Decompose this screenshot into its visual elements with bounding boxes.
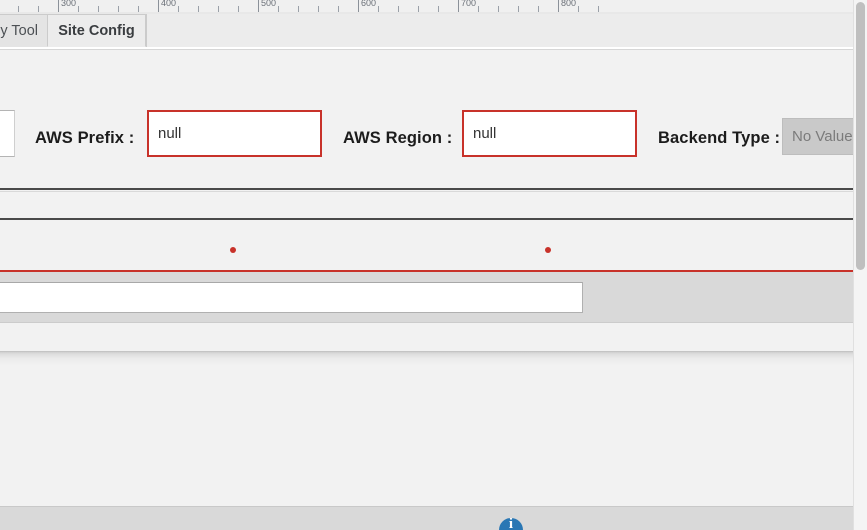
ruler-tick-minor	[178, 6, 179, 12]
content-area	[0, 323, 853, 530]
aws-region-input-value: null	[473, 125, 497, 142]
tab-site-config[interactable]: Site Config	[47, 14, 146, 47]
info-badge-label: i	[508, 518, 514, 530]
ruler-label: 800	[561, 0, 577, 8]
ruler-tick-minor	[598, 6, 599, 12]
ruler-tick-minor	[398, 6, 399, 12]
ruler-tick-minor	[578, 6, 579, 12]
content-seam-shadow	[0, 352, 853, 366]
ruler-tick-major	[458, 0, 459, 12]
aws-prefix-input-value: null	[158, 125, 182, 142]
content-seam-line	[0, 351, 853, 352]
ruler-tick-minor	[538, 6, 539, 12]
ruler-tick-minor	[478, 6, 479, 12]
ruler-tick-minor	[498, 6, 499, 12]
ruler-tick-major	[358, 0, 359, 12]
ruler-tick-minor	[378, 6, 379, 12]
ruler-tick-minor	[318, 6, 319, 12]
ruler-label: 700	[461, 0, 477, 8]
aws-region-label: AWS Region :	[343, 129, 453, 147]
section-divider-upper-hair	[0, 191, 853, 192]
vertical-scrollbar[interactable]	[853, 0, 867, 530]
ruler-tick-minor	[518, 6, 519, 12]
ruler-tick-minor	[78, 6, 79, 12]
ruler-label: 500	[261, 0, 277, 8]
tab-strip: y Tool Site Config	[0, 12, 853, 47]
tab-deploy-tool[interactable]: y Tool	[0, 14, 48, 47]
backend-type-label: Backend Type :	[658, 129, 781, 147]
ruler-tick-minor	[238, 6, 239, 12]
config-form-row: AWS Prefix : null AWS Region : null Back…	[0, 100, 862, 253]
aws-prefix-input[interactable]: null	[147, 110, 322, 157]
aws-prefix-label: AWS Prefix :	[35, 129, 135, 147]
ruler-tick-minor	[418, 6, 419, 12]
error-divider	[0, 270, 853, 272]
ruler-tick-major	[158, 0, 159, 12]
backend-type-placeholder: No Value	[792, 128, 853, 145]
aws-region-required-dot	[545, 247, 551, 253]
section-divider-upper	[0, 188, 853, 190]
ruler-tick-major	[558, 0, 559, 12]
ruler-tick-minor	[338, 6, 339, 12]
info-badge-icon[interactable]: i	[499, 518, 523, 530]
tab-strip-filler	[146, 14, 853, 47]
bottom-status-strip	[0, 506, 853, 530]
aws-prefix-required-dot	[230, 247, 236, 253]
ruler-tick-minor	[198, 6, 199, 12]
ruler-tick-minor	[138, 6, 139, 12]
tab-deploy-tool-label: y Tool	[0, 23, 38, 39]
ruler-tick-minor	[438, 6, 439, 12]
vertical-scrollbar-thumb[interactable]	[856, 2, 865, 270]
backend-type-select[interactable]: No Value	[782, 118, 862, 155]
ruler-tick-minor	[18, 6, 19, 12]
ruler-tick-major	[58, 0, 59, 12]
filter-band-bottom-edge	[0, 322, 853, 323]
ruler-tick-minor	[98, 6, 99, 12]
section-divider-lower	[0, 218, 853, 220]
ruler-label: 300	[61, 0, 77, 8]
ruler-tick-minor	[298, 6, 299, 12]
panel-top-divider	[0, 47, 853, 50]
filter-text-input[interactable]	[0, 282, 583, 313]
ruler-tick-minor	[278, 6, 279, 12]
ruler-tick-minor	[38, 6, 39, 12]
ruler-tick-minor	[118, 6, 119, 12]
ruler-label: 400	[161, 0, 177, 8]
leading-text-input[interactable]	[0, 110, 15, 157]
tab-site-config-label: Site Config	[58, 22, 135, 39]
ruler-tick-major	[258, 0, 259, 12]
aws-region-input[interactable]: null	[462, 110, 637, 157]
ruler-label: 600	[361, 0, 377, 8]
ruler-tick-minor	[218, 6, 219, 12]
filter-band	[0, 272, 853, 322]
